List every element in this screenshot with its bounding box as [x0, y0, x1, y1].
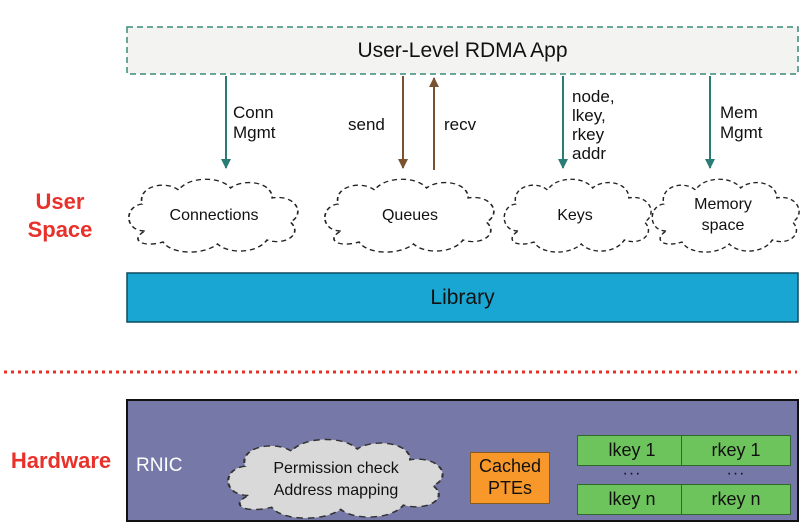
- node-label: node,: [572, 87, 615, 106]
- recv-label: recv: [444, 115, 477, 134]
- lkey-label: lkey,: [572, 106, 606, 126]
- send-label: send: [348, 115, 385, 134]
- conn-label: Conn: [233, 103, 274, 122]
- memory-word: Memory: [694, 196, 752, 214]
- hardware-label: Hardware: [10, 448, 112, 473]
- mem-mgmt-word: Mgmt: [720, 122, 763, 142]
- conn-mgmt-label: Conn Mgmt: [233, 103, 276, 142]
- memory-text: Memory space: [654, 192, 792, 240]
- library-label: Library: [430, 285, 495, 309]
- addr-label: addr: [572, 144, 607, 164]
- lkey-last-box: lkey n: [577, 484, 687, 515]
- user-space-label: User Space: [14, 188, 106, 243]
- permission-check-text: Permission check: [273, 460, 399, 478]
- keys-text: Keys: [557, 206, 593, 224]
- rkey-dots: ···: [726, 465, 746, 482]
- lkey-first-box: lkey 1: [577, 435, 687, 466]
- rkey-first-box: rkey 1: [681, 435, 791, 466]
- permission-text: Permission check Address mapping: [238, 454, 434, 506]
- address-mapping-text: Address mapping: [273, 482, 399, 499]
- app-title: User-Level RDMA App: [357, 38, 568, 62]
- app-box: [126, 26, 799, 75]
- space-word: space: [701, 217, 745, 234]
- space-label-word: Space: [27, 216, 93, 242]
- rkey-last-box: rkey n: [681, 484, 791, 515]
- cached-ptes-box: Cached PTEs: [470, 452, 550, 504]
- keys-label: node, lkey, rkey addr: [572, 87, 615, 163]
- connections-text: Connections: [169, 206, 259, 224]
- mgmt-label: Mgmt: [233, 122, 276, 142]
- ptes-word: PTEs: [487, 478, 532, 498]
- queues-text: Queues: [381, 206, 439, 224]
- cached-word: Cached: [478, 456, 542, 477]
- rnic-label: RNIC: [136, 455, 183, 476]
- mem-label: Mem: [720, 103, 758, 122]
- rkey-label: rkey: [572, 125, 605, 145]
- lkey-dots: ···: [622, 465, 642, 482]
- library-bar: [126, 272, 799, 323]
- user-word: User: [35, 189, 85, 214]
- mem-mgmt-label: Mem Mgmt: [720, 103, 763, 142]
